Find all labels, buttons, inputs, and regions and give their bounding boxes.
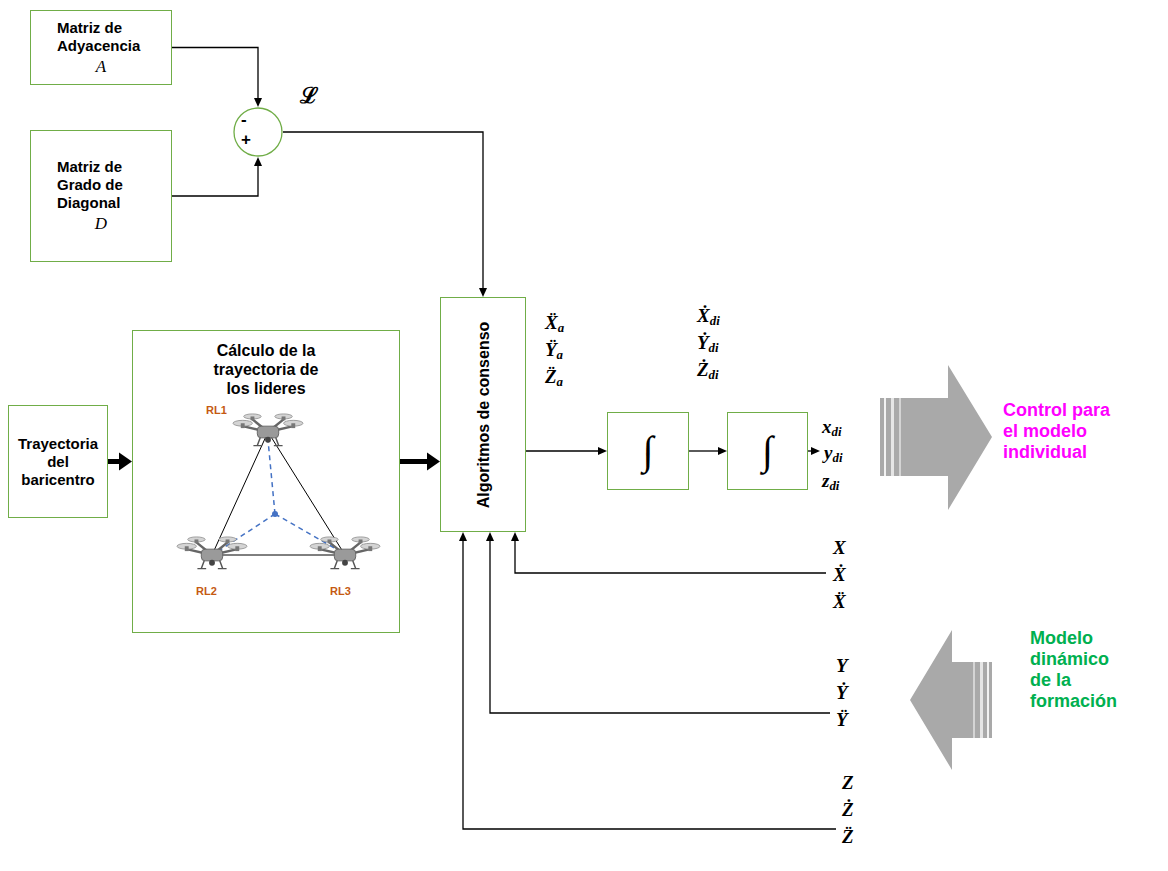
box-label: Algoritmos de consenso <box>474 315 493 515</box>
block-arrow-stripe <box>973 662 975 738</box>
process-box: Algoritmos de consenso <box>440 297 526 532</box>
box-label: Cálculo de la trayectoria de los lideres <box>202 341 330 398</box>
connector-arrow <box>526 450 598 451</box>
junction-circle <box>234 108 282 156</box>
signal-name: Y <box>836 655 848 677</box>
connector-arrow <box>689 450 718 451</box>
signal-name: Ẍ <box>833 591 846 613</box>
formation-link <box>212 555 345 556</box>
barycenter-dot <box>272 511 278 517</box>
summing-junction: -+ <box>233 107 283 157</box>
output-arrow <box>808 450 811 451</box>
signal-name: Ẋ <box>833 564 846 586</box>
signal-name: Żdi <box>697 359 719 381</box>
feedback-line <box>515 541 826 573</box>
signal-name: X <box>833 537 846 559</box>
integral-symbol: ∫ <box>732 429 803 473</box>
block-label: Modelo dinámico de la formación <box>1030 628 1130 712</box>
integrator-box: ∫ <box>727 412 808 490</box>
signal-name: Ẍa <box>545 312 564 334</box>
drone-icon <box>310 537 380 569</box>
block-arrow-stripe <box>891 398 894 476</box>
robot-label: RL2 <box>196 585 217 598</box>
block-arrow <box>910 630 992 770</box>
block-arrow-stripe <box>899 398 901 476</box>
signal-name: Z̈ <box>842 826 854 848</box>
signal-name: Ż <box>842 799 854 821</box>
barycenter-link <box>268 440 275 514</box>
robot-label: RL3 <box>330 585 351 598</box>
matrix-symbol: A <box>35 57 167 77</box>
matrix-name: Matriz de Grado de Diagonal <box>57 158 157 212</box>
drone-icon <box>177 537 247 569</box>
formation-link <box>212 432 268 555</box>
block-label: Control para el modelo individual <box>1003 400 1121 463</box>
block-arrow-stripe <box>884 398 886 476</box>
junction-outline <box>233 107 283 157</box>
feedback-line <box>490 541 830 713</box>
connector-arrow <box>172 48 258 99</box>
drone-icon <box>233 414 303 446</box>
signal-name: Ẋdi <box>697 305 720 327</box>
box-label: Trayectoria del baricentro <box>13 435 103 489</box>
signal-name: xdi <box>822 416 842 438</box>
process-box: Cálculo de la trayectoria de los lideres <box>132 330 400 633</box>
connector-arrow <box>172 166 258 196</box>
process-box: Trayectoria del baricentro <box>8 405 108 518</box>
signal-name: Z̈a <box>545 366 563 388</box>
integrator-box: ∫ <box>607 412 689 490</box>
matrix-box: Matriz de AdyacenciaA <box>30 10 172 85</box>
signal-name: ydi <box>824 442 842 464</box>
connector-arrow <box>400 459 427 464</box>
block-arrow-stripe <box>987 662 989 738</box>
signal-name: Ẏdi <box>697 332 719 354</box>
integral-symbol: ∫ <box>612 429 684 473</box>
formation-link <box>268 432 345 555</box>
block-arrow-stripe <box>980 662 983 738</box>
signal-name: Ÿa <box>545 339 563 361</box>
matrix-box: Matriz de Grado de DiagonalD <box>30 130 172 262</box>
signal-name: Ÿ <box>836 709 848 731</box>
matrix-symbol: D <box>35 214 167 234</box>
matrix-name: Matriz de Adyacencia <box>57 19 157 55</box>
signal-name: Ẏ <box>836 682 848 704</box>
laplacian-symbol: ℒ <box>300 82 318 108</box>
block-arrow <box>880 365 992 510</box>
signal-name: Z <box>842 772 854 794</box>
sign-minus: - <box>241 111 247 128</box>
connector-arrow <box>108 459 119 464</box>
feedback-line <box>463 541 836 829</box>
sign-plus: + <box>241 131 251 148</box>
signal-name: zdi <box>822 470 839 492</box>
robot-label: RL1 <box>206 404 227 417</box>
connector-arrow <box>283 132 483 288</box>
